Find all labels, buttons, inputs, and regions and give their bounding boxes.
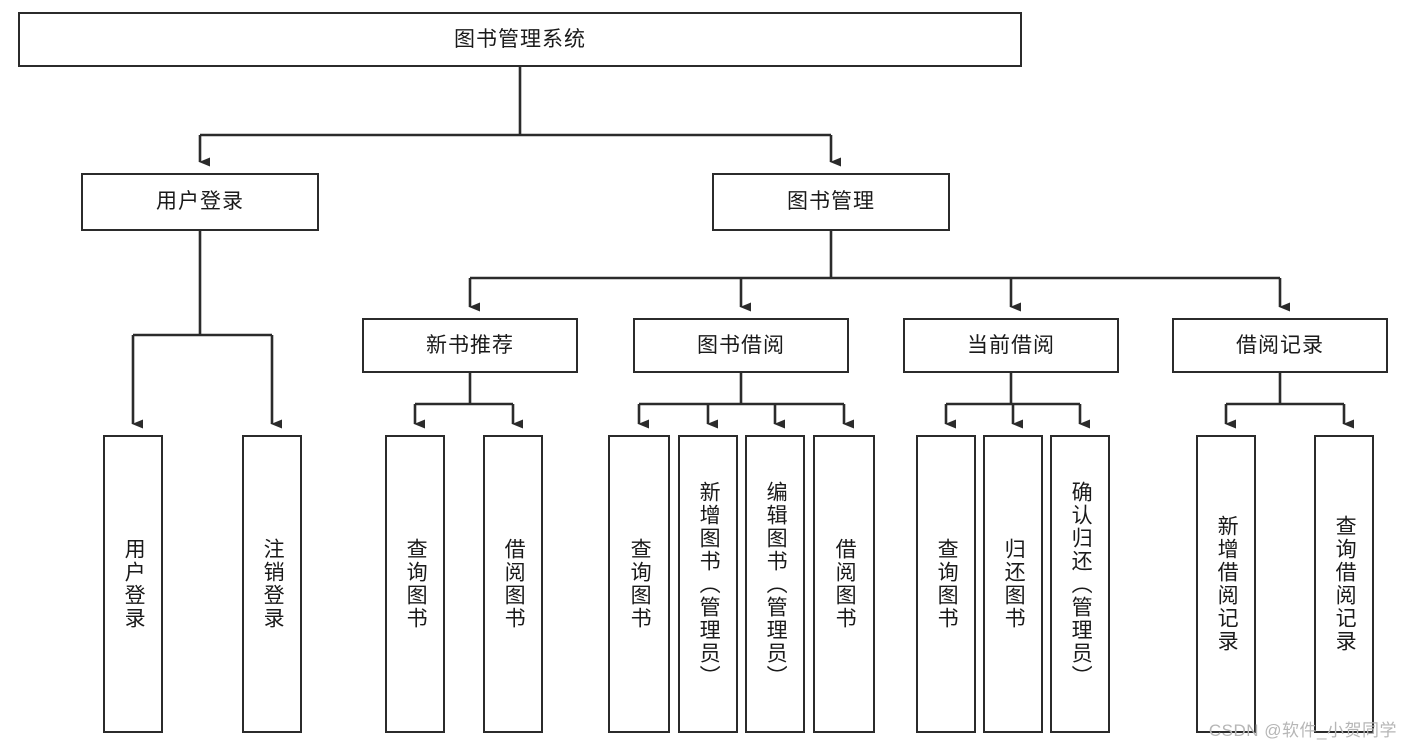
node-leaf-query-borrow-record[interactable]: 查询借阅记录 [1314,435,1374,733]
node-leaf-logout-login-label: 注销登录 [261,538,285,630]
node-current-borrow-label: 当前借阅 [967,333,1055,357]
node-leaf-add-borrow-record[interactable]: 新增借阅记录 [1196,435,1256,733]
node-user-login[interactable]: 用户登录 [81,173,319,231]
node-user-login-label: 用户登录 [156,190,244,214]
node-leaf-borrow-book[interactable]: 借阅图书 [813,435,875,733]
node-book-management[interactable]: 图书管理 [712,173,950,231]
node-leaf-return-book-label: 归还图书 [1002,538,1026,630]
node-new-book-recommend[interactable]: 新书推荐 [362,318,578,373]
node-leaf-confirm-return-admin[interactable]: 确认归还（管理员） [1050,435,1110,733]
node-leaf-edit-book-admin-label: 编辑图书（管理员） [764,480,788,688]
node-new-book-recommend-label: 新书推荐 [426,333,514,357]
node-book-borrow-label: 图书借阅 [697,333,785,357]
node-root-label: 图书管理系统 [454,27,586,51]
node-leaf-add-borrow-record-label: 新增借阅记录 [1215,515,1239,653]
node-borrow-record[interactable]: 借阅记录 [1172,318,1388,373]
node-book-borrow[interactable]: 图书借阅 [633,318,849,373]
node-leaf-query-book-current[interactable]: 查询图书 [916,435,976,733]
node-leaf-user-login[interactable]: 用户登录 [103,435,163,733]
node-leaf-borrow-book-label: 借阅图书 [833,538,857,630]
node-leaf-borrow-book-recommend[interactable]: 借阅图书 [483,435,543,733]
node-leaf-borrow-book-recommend-label: 借阅图书 [502,538,526,630]
node-borrow-record-label: 借阅记录 [1236,333,1324,357]
node-root-system[interactable]: 图书管理系统 [18,12,1022,67]
node-leaf-edit-book-admin[interactable]: 编辑图书（管理员） [745,435,805,733]
node-leaf-logout-login[interactable]: 注销登录 [242,435,302,733]
node-leaf-add-book-admin[interactable]: 新增图书（管理员） [678,435,738,733]
node-leaf-confirm-return-admin-label: 确认归还（管理员） [1069,480,1093,688]
node-leaf-query-borrow-record-label: 查询借阅记录 [1333,515,1357,653]
node-leaf-query-book-borrow-label: 查询图书 [628,538,652,630]
watermark-text: CSDN @软件_小贺同学 [1208,721,1397,740]
node-leaf-add-book-admin-label: 新增图书（管理员） [697,480,721,688]
node-leaf-user-login-label: 用户登录 [122,538,146,630]
node-leaf-query-book-recommend[interactable]: 查询图书 [385,435,445,733]
node-leaf-query-book-current-label: 查询图书 [935,538,959,630]
node-leaf-query-book-recommend-label: 查询图书 [404,538,428,630]
node-book-management-label: 图书管理 [787,190,875,214]
node-leaf-query-book-borrow[interactable]: 查询图书 [608,435,670,733]
node-current-borrow[interactable]: 当前借阅 [903,318,1119,373]
node-leaf-return-book[interactable]: 归还图书 [983,435,1043,733]
